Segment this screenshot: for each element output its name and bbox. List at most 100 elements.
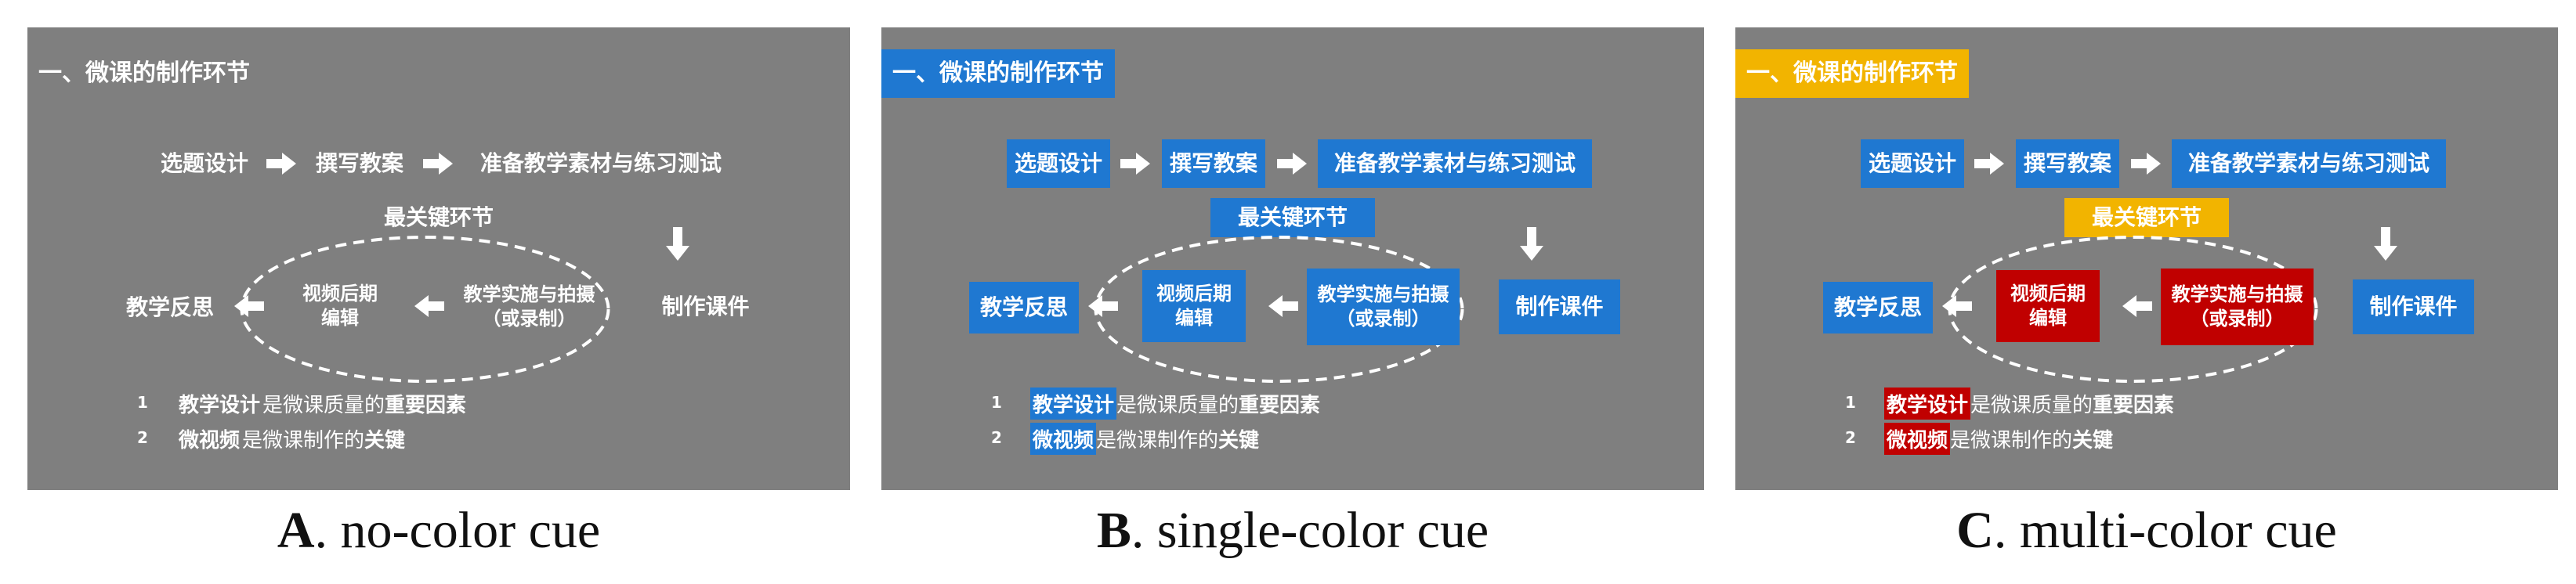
caption-text: . multi-color cue (1993, 502, 2337, 559)
step-video-postedit-lines: 视频后期编辑 (302, 282, 378, 330)
step-make-courseware: 制作课件 (1499, 279, 1620, 334)
arrow-left-icon (414, 295, 444, 317)
step-teaching-reflection: 教学反思 (1823, 282, 1933, 333)
step-make-courseware: 制作课件 (661, 293, 750, 319)
arrow-down-icon (666, 227, 689, 261)
caption-letter: C (1956, 502, 1994, 559)
step-video-postedit-line-1: 视频后期 (2010, 282, 2086, 305)
step-video-postedit-line-2: 编辑 (1175, 307, 1213, 329)
bullet-number: 1 (137, 393, 148, 412)
bullet-text: 是微课质量的 (262, 394, 385, 417)
step-prepare-materials: 准备教学素材与练习测试 (1318, 139, 1592, 188)
panel-caption: C. multi-color cue (1735, 501, 2558, 561)
step-teach-and-shoot-line-2: （或录制） (482, 308, 577, 330)
slide-panel-a: 一、微课的制作环节选题设计 撰写教案 准备教学素材与练习测试最关键环节制作课件 教学实… (27, 27, 850, 490)
bullet-keyword: 微视频 (1884, 423, 1951, 455)
arrow-right-icon (2131, 153, 2161, 175)
step-video-postedit-line-1: 视频后期 (1156, 282, 1232, 305)
step-teach-and-shoot: 教学实施与拍摄 （或录制） (453, 269, 606, 345)
bullet-number: 2 (991, 428, 1002, 447)
slide-panel-c: 一、微课的制作环节选题设计撰写教案准备教学素材与练习测试最关键环节制作课件教学实… (1735, 27, 2558, 490)
step-teach-and-shoot-lines: 教学实施与拍摄 （或录制） (464, 283, 595, 331)
slide-content: 一、微课的制作环节选题设计 撰写教案 准备教学素材与练习测试最关键环节制作课件 教学实… (27, 27, 850, 490)
bullet-emphasis: 重要因素 (1239, 394, 1321, 417)
step-video-postedit-line-2: 编辑 (2029, 307, 2067, 329)
slide-title: 一、微课的制作环节 (881, 49, 1115, 98)
step-teach-and-shoot-line-1: 教学实施与拍摄 (1317, 283, 1449, 305)
arrow-right-icon (423, 153, 453, 175)
arrow-left-icon (1942, 295, 1972, 317)
step-topic-design: 选题设计 (1007, 139, 1110, 188)
bullet-emphasis: 重要因素 (2093, 394, 2175, 417)
step-write-plan: 撰写教案 (1162, 139, 1265, 188)
step-teach-and-shoot-line-1: 教学实施与拍摄 (463, 283, 595, 305)
bullet-point-1: 教学设计是微课质量的重要因素 (1884, 388, 2174, 420)
slide-panel-b: 一、微课的制作环节选题设计 撰写教案 准备教学素材与练习测试最关键环节制作课件 教学实… (881, 27, 1704, 490)
step-write-plan: 撰写教案 (315, 150, 403, 176)
bullet-point-2: 微视频是微课制作的关键 (1030, 423, 1259, 455)
bullet-keyword: 微视频 (1030, 423, 1097, 455)
step-topic-design: 选题设计 (1861, 139, 1964, 188)
key-stage-label: 最关键环节 (1210, 198, 1375, 237)
bullet-text: 是微课制作的 (1096, 429, 1219, 452)
bullet-number: 2 (1845, 428, 1856, 447)
step-teach-and-shoot-line-2: （或录制） (2190, 308, 2285, 330)
slide-title: 一、微课的制作环节 (38, 59, 250, 87)
caption-letter: A (277, 502, 315, 559)
arrow-down-icon (2374, 227, 2397, 261)
step-teach-and-shoot: 教学实施与拍摄 （或录制） (1307, 269, 1460, 345)
bullet-text: 是微课质量的 (1970, 394, 2093, 417)
step-video-postedit: 视频后期编辑 (1996, 270, 2100, 342)
step-video-postedit-line-2: 编辑 (321, 307, 359, 329)
step-video-postedit: 视频后期编辑 (1142, 270, 1246, 342)
bullet-point-2: 微视频是微课制作的关键 (176, 423, 405, 455)
key-stage-label: 最关键环节 (383, 204, 494, 230)
step-make-courseware: 制作课件 (2353, 279, 2474, 334)
bullet-emphasis: 关键 (2072, 429, 2114, 452)
bullet-keyword: 教学设计 (1030, 388, 1117, 420)
step-teach-and-shoot-line-1: 教学实施与拍摄 (2171, 283, 2303, 305)
caption-letter: B (1096, 502, 1131, 559)
bullet-emphasis: 关键 (364, 429, 406, 452)
step-prepare-materials: 准备教学素材与练习测试 (2172, 139, 2446, 188)
step-video-postedit: 视频后期编辑 (288, 270, 392, 342)
bullet-keyword: 微视频 (179, 429, 241, 452)
bullet-keyword: 教学设计 (179, 394, 261, 417)
caption-text: . no-color cue (314, 502, 601, 559)
slide-content: 一、微课的制作环节选题设计撰写教案准备教学素材与练习测试最关键环节制作课件教学实… (1735, 27, 2558, 490)
step-video-postedit-lines: 视频后期编辑 (1156, 282, 1232, 330)
arrow-left-icon (2122, 295, 2152, 317)
step-teach-and-shoot-lines: 教学实施与拍摄 （或录制） (2172, 283, 2303, 331)
bullet-text: 是微课制作的 (1950, 429, 2073, 452)
panel-caption: B. single-color cue (881, 501, 1704, 561)
step-video-postedit-lines: 视频后期编辑 (2010, 282, 2086, 330)
slide-content: 一、微课的制作环节选题设计 撰写教案 准备教学素材与练习测试最关键环节制作课件 教学实… (881, 27, 1704, 490)
step-video-postedit-line-1: 视频后期 (302, 282, 378, 305)
bullet-text: 是微课质量的 (1116, 394, 1239, 417)
arrow-right-icon (1120, 153, 1150, 175)
step-teach-and-shoot-line-2: （或录制） (1336, 308, 1431, 330)
step-prepare-materials: 准备教学素材与练习测试 (479, 150, 722, 176)
step-teaching-reflection: 教学反思 (125, 294, 214, 320)
bullet-text: 是微课制作的 (242, 429, 365, 452)
bullet-number: 1 (991, 393, 1002, 412)
bullet-point-1: 教学设计是微课质量的重要因素 (1030, 388, 1320, 420)
bullet-emphasis: 重要因素 (385, 394, 467, 417)
step-teaching-reflection: 教学反思 (969, 282, 1079, 333)
arrow-right-icon (266, 153, 296, 175)
step-teach-and-shoot: 教学实施与拍摄 （或录制） (2161, 269, 2314, 345)
bullet-number: 1 (1845, 393, 1856, 412)
arrow-down-icon (1520, 227, 1543, 261)
bullet-keyword: 教学设计 (1884, 388, 1971, 420)
slide-title: 一、微课的制作环节 (1735, 49, 1969, 98)
step-teach-and-shoot-lines: 教学实施与拍摄 （或录制） (1318, 283, 1449, 331)
arrow-left-icon (234, 295, 264, 317)
bullet-number: 2 (137, 428, 148, 447)
panel-caption: A. no-color cue (27, 501, 850, 561)
step-topic-design: 选题设计 (160, 150, 248, 176)
arrow-right-icon (1974, 153, 2004, 175)
arrow-right-icon (1277, 153, 1307, 175)
bullet-point-2: 微视频是微课制作的关键 (1884, 423, 2113, 455)
arrow-left-icon (1088, 295, 1118, 317)
step-write-plan: 撰写教案 (2016, 139, 2119, 188)
